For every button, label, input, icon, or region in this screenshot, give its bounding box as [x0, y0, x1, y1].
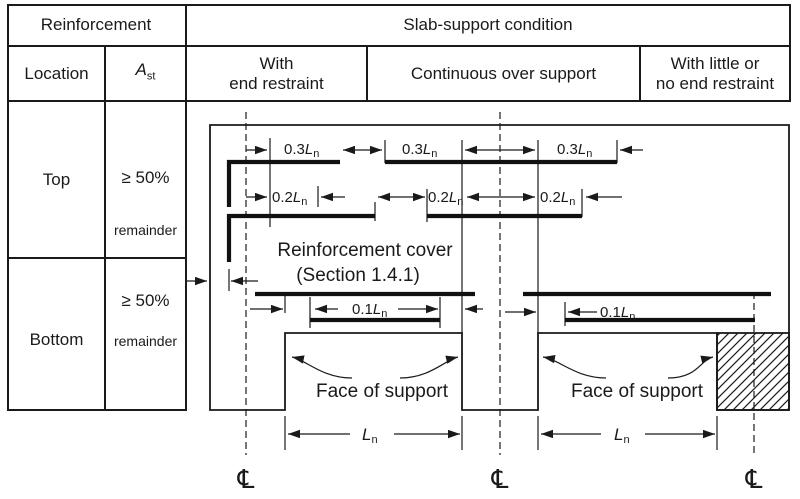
grid-line-left: [7, 4, 9, 411]
little-restraint-label: With little or no end restraint: [655, 53, 775, 93]
dimension-arrows: [186, 145, 715, 439]
annotations: Reinforcement cover (Section 1.4.1) Face…: [237, 240, 763, 495]
cover-note-line2: (Section 1.4.1): [296, 265, 420, 286]
centerline-symbol-left: ℄: [237, 465, 255, 495]
dim-01ln-1: 0.1Ln: [352, 301, 387, 320]
grid-line-col2-col3: [639, 45, 641, 102]
grid-line-header1: [7, 45, 791, 47]
grid-line-location-ast: [104, 45, 106, 411]
centerline-symbol-right: ℄: [745, 465, 763, 495]
centerline-symbol-middle: ℄: [491, 465, 509, 495]
continuous-label: Continuous over support: [410, 63, 597, 83]
dimension-labels: 0.3Ln 0.3Ln 0.3Ln 0.2Ln 0.2Ln 0.2Ln 0.1L…: [272, 141, 635, 446]
extension-lines: [228, 138, 718, 450]
dim-02ln-3: 0.2Ln: [540, 189, 575, 208]
grid-line-top-bottom-divider: [7, 257, 187, 259]
hatched-end-support: [716, 332, 790, 411]
header-cell-continuous: Continuous over support: [368, 47, 639, 100]
header-cell-ast: Ast: [106, 47, 185, 100]
dim-ln-right: Ln: [614, 425, 630, 446]
top-bar-hooked-2: [226, 213, 375, 262]
slab-support-label: Slab-support condition: [403, 14, 573, 34]
end-restraint-label: With end restraint: [229, 53, 324, 93]
row-cell-top: Top: [9, 102, 104, 257]
dim-03ln-3: 0.3Ln: [557, 141, 592, 160]
header-cell-slab-support: Slab-support condition: [187, 4, 789, 45]
face-of-support-right: Face of support: [571, 381, 704, 402]
grid-line-top: [7, 4, 791, 6]
cover-note-line1: Reinforcement cover: [277, 240, 453, 261]
top-bar-hooked-1: [226, 159, 340, 207]
dim-ln-left: Ln: [362, 425, 378, 446]
top-pct-label: ≥ 50%: [121, 168, 170, 187]
top-remainder-label: remainder: [113, 222, 178, 238]
dim-01ln-2: 0.1Ln: [600, 304, 635, 323]
dim-03ln-2: 0.3Ln: [402, 141, 437, 160]
header-cell-reinforcement: Reinforcement: [7, 4, 185, 45]
dim-02ln-1: 0.2Ln: [272, 189, 307, 208]
top-label: Top: [42, 169, 71, 189]
header-cell-end-restraint: With end restraint: [187, 47, 366, 100]
dim-03ln-1: 0.3Ln: [284, 141, 319, 160]
dim-02ln-2: 0.2Ln: [428, 189, 463, 208]
grid-line-col1-col2: [366, 45, 368, 102]
grid-line-right: [789, 4, 791, 102]
header-cell-little-restraint: With little or no end restraint: [641, 47, 789, 100]
ast-label: Ast: [135, 60, 156, 83]
location-label: Location: [24, 63, 89, 83]
grid-line-table-bottom: [7, 409, 187, 411]
header-cell-location: Location: [9, 47, 104, 100]
face-of-support-left: Face of support: [316, 381, 449, 402]
grid-line-table-diagram: [185, 4, 187, 411]
bottom-remainder-label: remainder: [113, 333, 178, 349]
grid-line-header2: [7, 100, 791, 102]
slab-outline: [209, 124, 790, 411]
bottom-pct-label: ≥ 50%: [121, 291, 170, 310]
reinforcement-bars: [226, 159, 771, 323]
row-cell-bottom: Bottom: [29, 330, 84, 349]
reinforcement-label: Reinforcement: [40, 14, 152, 34]
